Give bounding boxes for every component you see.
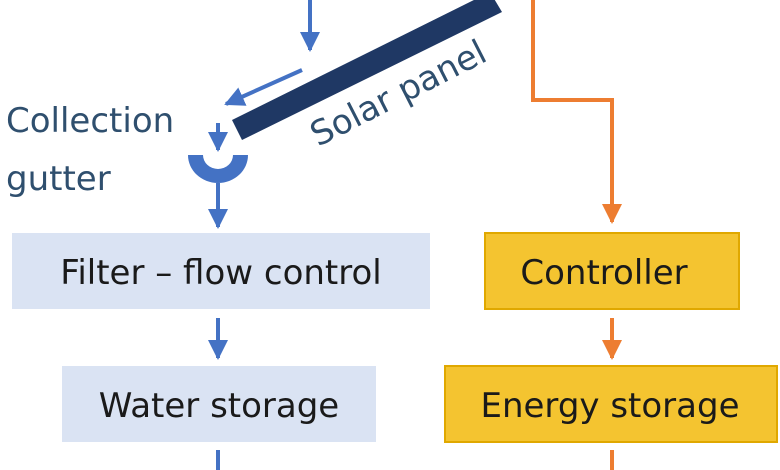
water-storage-label: Water storage [99,386,339,426]
filter-flow-control-label: Filter – flow control [60,253,382,293]
power-line [531,0,622,224]
controller-label: Controller [520,253,687,293]
filter-flow-control-box [12,233,430,309]
water-storage-box [62,366,376,442]
collection-gutter-label-line2: gutter [6,159,111,199]
controller-box [484,232,740,310]
energy-storage-label: Energy storage [480,386,739,426]
panel-runoff-arrow [224,68,303,106]
gutter-icon-inner [203,155,233,169]
energy-storage-box [444,365,778,443]
solar-panel [232,0,502,140]
collection-gutter-label-line1: Collection [6,101,174,141]
